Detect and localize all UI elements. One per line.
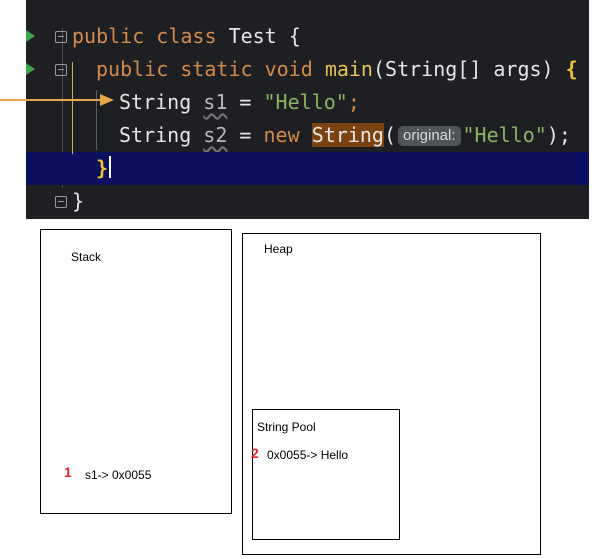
semicolon: ; [347,90,360,114]
indent-guide [72,62,73,154]
text-caret [109,156,112,178]
stack-title: Stack [71,250,102,264]
keyword: public [72,24,145,48]
stack-entry: s1-> 0x0055 [85,468,152,482]
heap-title: Heap [264,242,293,256]
parameters: (String[] args) [372,57,554,81]
paren-open: ( [383,123,396,147]
operator: = [227,90,264,114]
code-line-1[interactable]: public class Test { [26,20,589,53]
string-pool-title: String Pool [257,420,316,434]
paren-close: ); [546,123,571,147]
type-name: String [119,123,192,147]
code-line-5[interactable]: } [26,152,589,185]
type-name: String [119,90,192,114]
execution-arrow-icon [100,94,114,106]
brace: } [96,156,109,180]
code-line-3[interactable]: String s1 = "Hello"; [26,86,589,119]
constructor-name: String [311,123,384,147]
brace: } [72,189,85,213]
variable-s2: s2 [203,123,228,147]
code-line-4[interactable]: String s2 = new String(original:"Hello")… [26,119,589,152]
class-name: Test [228,24,277,48]
keyword: public [96,57,169,81]
string-pool-box: String Pool 2 0x0055-> Hello [251,409,400,540]
brace: { [565,57,578,81]
string-literal: "Hello" [462,123,547,147]
keyword-new: new [263,123,300,147]
fold-main-icon[interactable] [55,64,67,76]
fold-class-end-icon[interactable] [55,196,67,208]
step-number: 2 [251,445,259,461]
code-line-2[interactable]: public static void main(String[] args) { [26,53,589,86]
code-line-6[interactable]: } [26,185,589,218]
variable-s1: s1 [203,90,228,114]
fold-class-icon[interactable] [55,31,67,43]
brace: { [288,24,301,48]
stack-box: Stack 1 s1-> 0x0055 [40,229,232,514]
code-editor[interactable]: public class Test { public static void m… [26,0,589,219]
parameter-hint: original: [397,126,461,146]
string-literal: "Hello" [263,90,348,114]
step-number: 1 [64,464,72,480]
string-pool-entry: 0x0055-> Hello [267,448,349,462]
gutter-separator [62,28,63,188]
run-main-icon[interactable] [26,63,35,75]
keyword: void [264,57,313,81]
keyword: static [180,57,253,81]
method-name: main [324,57,373,81]
keyword: class [156,24,217,48]
run-class-icon[interactable] [26,30,35,42]
indent-guide [96,90,97,150]
operator: = [227,123,264,147]
execution-arrow-line [0,99,100,101]
